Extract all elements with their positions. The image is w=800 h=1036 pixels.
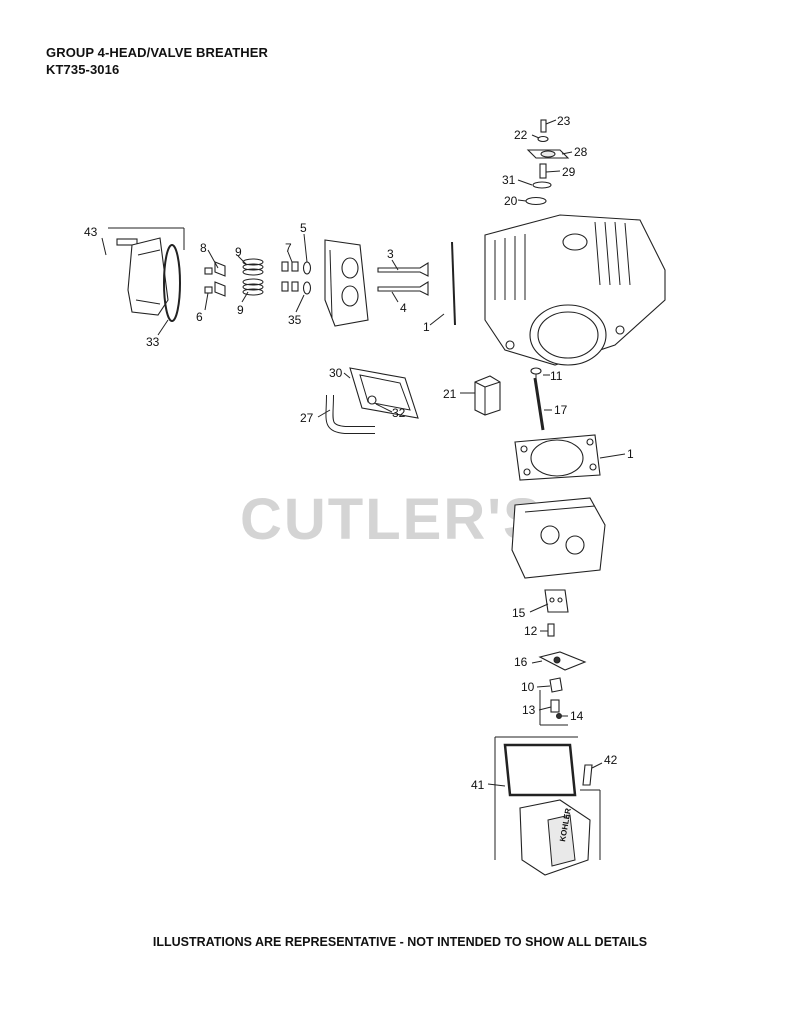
valves: [377, 262, 429, 296]
callout-23: 23: [557, 114, 571, 128]
head-gasket-edge: [451, 241, 456, 326]
callout-21: 21: [443, 387, 457, 401]
valve-cover-left: [108, 227, 185, 322]
callout-20: 20: [504, 194, 518, 208]
callout-8: 8: [200, 241, 207, 255]
breather-plate: [349, 367, 419, 419]
pivot-nut-13-14: [539, 690, 568, 726]
callout-15: 15: [512, 606, 526, 620]
valve-cover-gasket: [494, 736, 578, 860]
callout-32: 32: [392, 406, 406, 420]
callout-42: 42: [604, 753, 618, 767]
callout-4: 4: [400, 301, 407, 315]
callout-1-gasket: 1: [627, 447, 634, 461]
group-title: GROUP 4-HEAD/VALVE BREATHER: [46, 45, 269, 60]
part-screw-23: [540, 119, 557, 133]
valve-cover-lower: KOHLER: [519, 799, 591, 876]
callout-27: 27: [300, 411, 314, 425]
callout-29: 29: [562, 165, 576, 179]
rocker-stud: [547, 623, 555, 637]
callout-22: 22: [514, 128, 528, 142]
head-gasket: [514, 434, 601, 481]
part-seal-20: [517, 196, 547, 206]
part-washer-22: [531, 134, 549, 143]
callout-11: 11: [550, 369, 563, 383]
pivot-10: [549, 677, 563, 693]
callout-16: 16: [514, 655, 528, 669]
callout-1-top: 1: [423, 320, 430, 334]
callout-labels: 23 22 28 31 29 20 43 8 9 7 5 3 6 9 35 4 …: [84, 114, 634, 792]
callout-9-lower: 9: [237, 303, 244, 317]
leader-lines: [101, 233, 626, 787]
callout-9-upper: 9: [235, 245, 242, 259]
callout-30: 30: [329, 366, 343, 380]
callout-35: 35: [288, 313, 302, 327]
part-breather-cover-28: [526, 149, 573, 159]
callout-12: 12: [524, 624, 538, 638]
watermark: CUTLER'S: [240, 487, 544, 552]
breather-stack: [517, 119, 573, 206]
part-gasket-31: [517, 179, 552, 189]
rocker-arm: [538, 651, 587, 671]
callout-31: 31: [502, 173, 516, 187]
valve-springs: [242, 258, 264, 296]
callout-13: 13: [522, 703, 536, 717]
part-stud-29: [539, 163, 561, 179]
header: GROUP 4-HEAD/VALVE BREATHER KT735-3016: [46, 44, 268, 78]
cylinder-head-middle: [324, 239, 369, 327]
breather-hose: [325, 394, 375, 434]
guide-plate: [544, 589, 569, 613]
callout-3: 3: [387, 247, 394, 261]
callout-33: 33: [146, 335, 160, 349]
breather-tube-42: [580, 764, 601, 860]
breather-filter: [474, 375, 501, 416]
callout-10: 10: [521, 680, 535, 694]
lifter-and-pushrod: [530, 367, 545, 431]
callout-43: 43: [84, 225, 98, 239]
footer-disclaimer: ILLUSTRATIONS ARE REPRESENTATIVE - NOT I…: [152, 935, 648, 949]
callout-41: 41: [471, 778, 485, 792]
keepers-and-caps: [204, 261, 226, 297]
cylinder-block: [484, 214, 666, 366]
bolt-32: [367, 395, 377, 405]
callout-5: 5: [300, 221, 307, 235]
callout-17: 17: [554, 403, 568, 417]
callout-28: 28: [574, 145, 588, 159]
cylinder-head-lower: [511, 497, 606, 579]
callout-7: 7: [285, 241, 292, 255]
model-number: KT735-3016: [46, 62, 120, 77]
callout-6: 6: [196, 310, 203, 324]
callout-14: 14: [570, 709, 584, 723]
valve-seals: [281, 261, 312, 295]
